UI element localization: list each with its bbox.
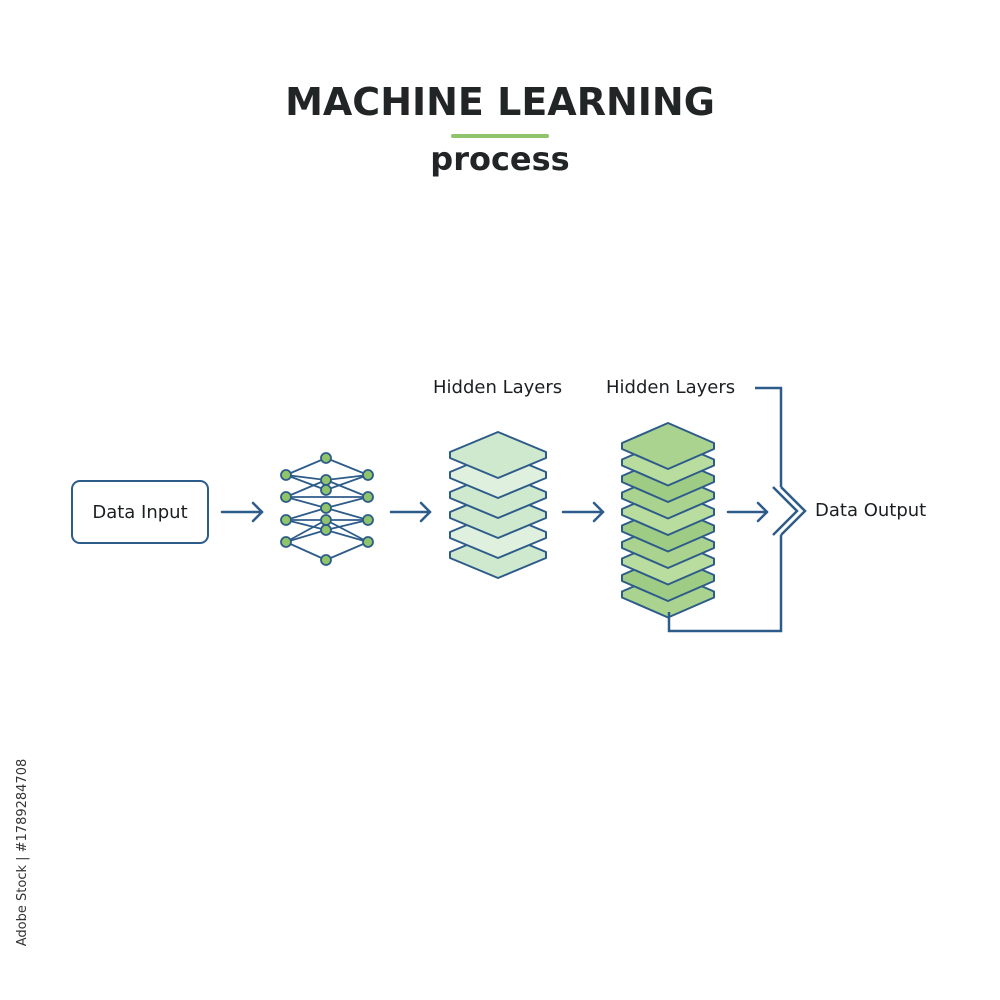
arrow-input-to-network [220, 501, 264, 523]
page-subtitle: process [430, 140, 570, 178]
arrow-layers-to-layers [561, 501, 605, 523]
layer-sheet [621, 422, 715, 470]
neural-network-icon [280, 452, 374, 566]
hidden-layers-stack-1 [449, 431, 547, 579]
data-output-label: Data Output [815, 500, 927, 521]
hidden-layers-stack-2 [621, 422, 715, 619]
data-input-label: Data Input [92, 501, 188, 523]
title-underline [451, 134, 549, 138]
page-title: MACHINE LEARNING [285, 80, 715, 124]
output-bracket [667, 386, 807, 633]
watermark-text: Adobe Stock | #1789284708 [15, 758, 31, 946]
arrow-network-to-layers [389, 501, 432, 523]
layer-sheet [449, 431, 547, 479]
hidden-layers-label-1: Hidden Layers [433, 377, 563, 398]
hidden-layers-label-2: Hidden Layers [606, 377, 736, 398]
arrow-layers-to-output [726, 501, 769, 523]
watermark: Adobe Stock | #1789284708 [12, 752, 34, 952]
data-input-box: Data Input [71, 480, 209, 544]
